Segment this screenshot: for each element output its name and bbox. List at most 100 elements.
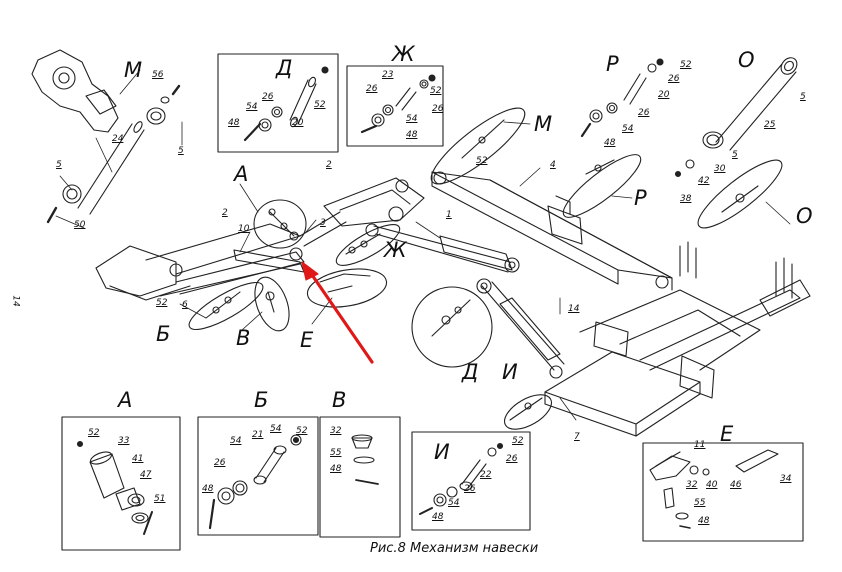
detail-frame-B	[197, 416, 319, 536]
part-number: 48	[202, 484, 214, 494]
part-number: 55	[330, 448, 342, 458]
part-number: 5	[732, 150, 738, 160]
part-number: 42	[698, 176, 710, 186]
part-number: 54	[448, 498, 460, 508]
detail-frame-Zh	[346, 65, 444, 147]
hydraulic-cylinders	[365, 223, 565, 379]
part-number: 52	[476, 156, 488, 166]
view-letter-R-callout: Р	[634, 186, 647, 210]
part-number: 52	[88, 428, 100, 438]
detail-R-parts	[580, 58, 664, 138]
view-letter-B-callout: Б	[156, 322, 171, 346]
part-number: 5	[800, 92, 806, 102]
part-number: 56	[152, 70, 164, 80]
part-number: 22	[480, 470, 492, 480]
view-letter-O-callout: О	[796, 204, 813, 228]
part-number: 52	[430, 86, 442, 96]
detail-frame-A	[61, 416, 181, 551]
view-letter-V-panel: В	[332, 388, 347, 412]
detail-D-parts	[243, 66, 329, 142]
part-number: 2	[326, 160, 332, 170]
part-number: 54	[270, 424, 282, 434]
view-letter-I-callout: И	[502, 360, 518, 384]
part-number: 40	[706, 480, 718, 490]
detail-frame-I	[411, 431, 531, 531]
part-number: 14	[568, 304, 580, 314]
part-number: 51	[154, 494, 166, 504]
red-pointer-arrow	[301, 261, 374, 364]
view-letter-M-top: М	[124, 58, 143, 82]
main-frame	[431, 171, 811, 437]
view-letter-R-top: Р	[606, 52, 619, 76]
view-letter-A-panel: А	[118, 388, 133, 412]
part-number: 55	[694, 498, 706, 508]
part-number: 26	[262, 92, 274, 102]
part-number: 48	[432, 512, 444, 522]
view-letter-B-panel: Б	[254, 388, 269, 412]
part-number: 54	[230, 436, 242, 446]
view-letter-O-top: О	[738, 48, 755, 72]
page-number: 14	[10, 295, 21, 307]
part-number: 41	[132, 454, 144, 464]
part-number: 54	[622, 124, 634, 134]
part-number: 48	[604, 138, 616, 148]
part-number: 52	[296, 426, 308, 436]
part-number: 34	[780, 474, 792, 484]
part-number: 3	[320, 218, 326, 228]
part-number: 26	[214, 458, 226, 468]
part-number: 48	[330, 464, 342, 474]
panel-V-parts	[351, 434, 379, 485]
view-letter-M-callout: М	[534, 112, 553, 136]
part-number: 26	[432, 104, 444, 114]
view-letter-A-main: А	[234, 162, 249, 186]
view-letter-Zh-callout: Ж	[384, 238, 407, 262]
detail-frame-E	[642, 442, 804, 542]
part-number: 21	[252, 430, 264, 440]
part-number: 54	[406, 114, 418, 124]
part-number: 54	[246, 102, 258, 112]
part-number: 11	[694, 440, 706, 450]
left-linkage	[95, 177, 425, 301]
part-number: 38	[680, 194, 692, 204]
view-letter-E-callout: Е	[300, 328, 314, 352]
part-number: 20	[292, 118, 304, 128]
part-number: 52	[680, 60, 692, 70]
figure-caption: Рис.8 Механизм навески	[370, 541, 539, 556]
view-letter-D-top: Д	[276, 56, 293, 80]
part-number: 23	[382, 70, 394, 80]
callout-ellipses	[188, 107, 783, 430]
part-number: 52	[314, 100, 326, 110]
part-number: 4	[550, 160, 556, 170]
panel-B-parts	[208, 434, 302, 530]
part-number: 25	[764, 120, 776, 130]
part-number: 7	[574, 432, 580, 442]
part-number: 20	[658, 90, 670, 100]
part-number: 5	[56, 160, 62, 170]
view-letter-E-panel: Е	[720, 422, 734, 446]
view-letter-I-panel: И	[434, 440, 450, 464]
detail-frame-D	[217, 53, 339, 153]
part-number: 2	[222, 208, 228, 218]
part-number: 26	[668, 74, 680, 84]
part-number: 5	[178, 146, 184, 156]
detail-frame-V	[319, 416, 401, 538]
part-number: 10	[238, 224, 250, 234]
part-number: 52	[156, 298, 168, 308]
detail-Zh-parts	[360, 74, 436, 134]
part-number: 47	[140, 470, 152, 480]
part-number: 1	[446, 210, 452, 220]
detail-O-parts	[674, 57, 798, 178]
view-letter-Zh-top: Ж	[392, 42, 415, 66]
leader-lines	[55, 69, 791, 421]
detail-M-assembly	[31, 49, 181, 224]
part-number: 26	[464, 484, 476, 494]
part-number: 26	[638, 108, 650, 118]
part-number: 52	[512, 436, 524, 446]
part-number: 6	[182, 300, 188, 310]
view-letter-D-callout: Д	[462, 360, 479, 384]
panel-A-parts	[76, 440, 153, 535]
part-number: 33	[118, 436, 130, 446]
part-number: 30	[714, 164, 726, 174]
